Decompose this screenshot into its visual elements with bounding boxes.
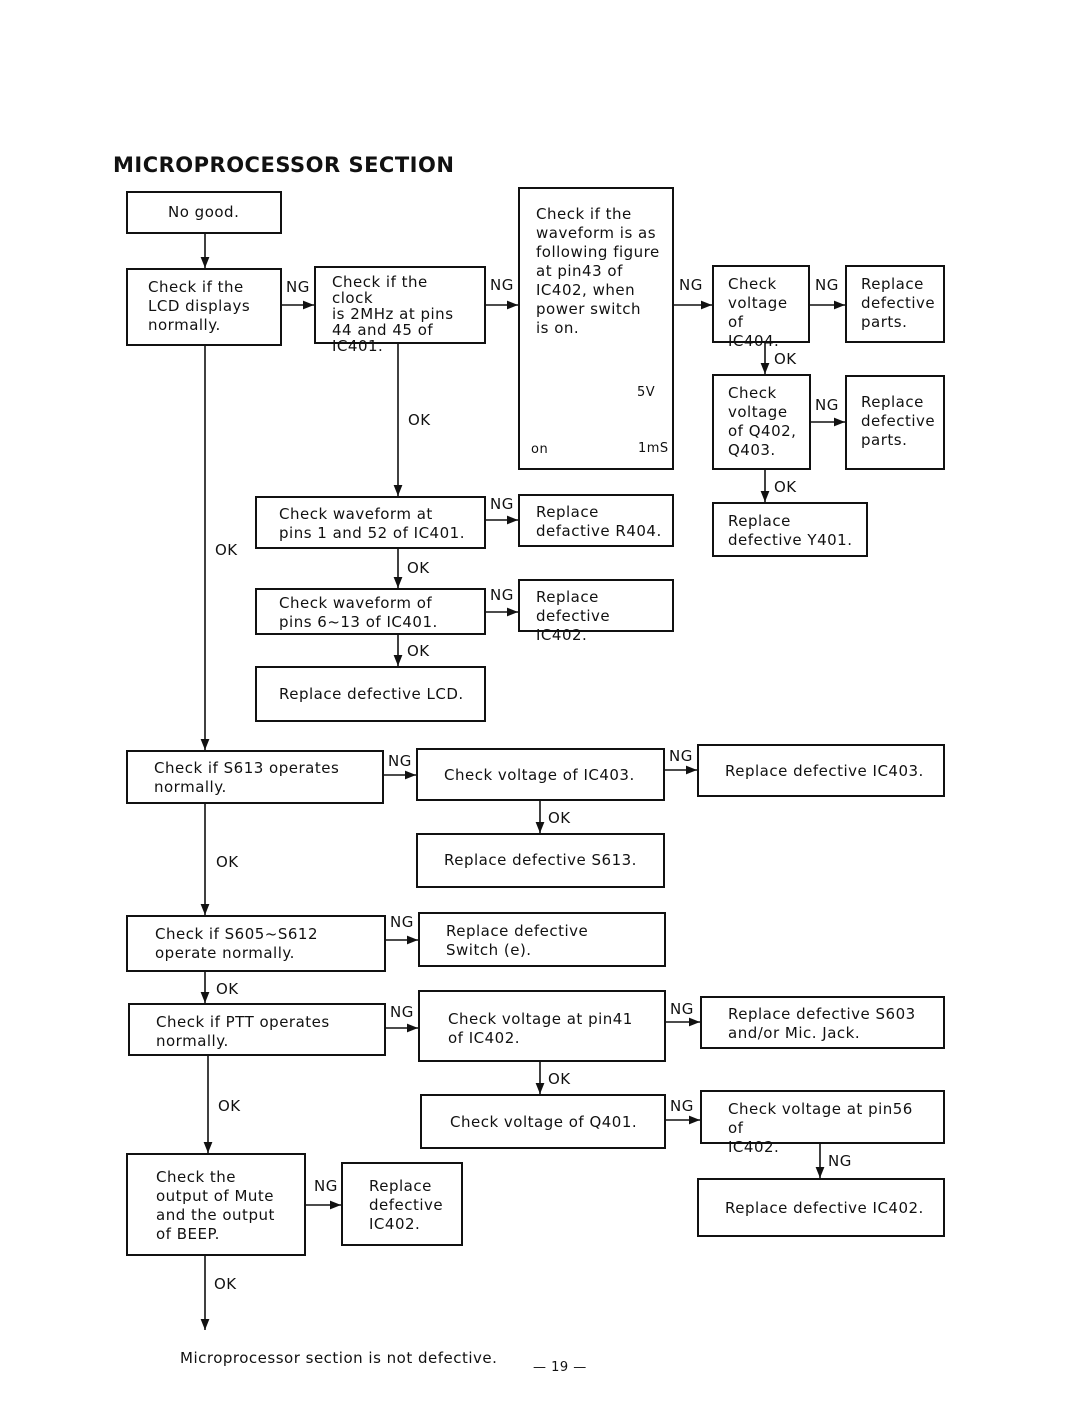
ng-label: NG (679, 276, 703, 294)
replace-s613-box: Replace defective S613. (416, 833, 665, 888)
ng-label: NG (388, 752, 412, 770)
ok-label: OK (774, 478, 797, 496)
ng-label: NG (490, 276, 514, 294)
check-s613-box: Check if S613 operates normally. (126, 750, 384, 804)
ng-label: NG (670, 1000, 694, 1018)
check-waveform-pin43-box: Check if the waveform is as following fi… (518, 187, 674, 470)
ng-label: NG (490, 586, 514, 604)
ng-label: NG (828, 1152, 852, 1170)
check-clock-box: Check if the clock is 2MHz at pins 44 an… (314, 266, 486, 354)
ok-label: OK (216, 853, 239, 871)
ok-label: OK (548, 809, 571, 827)
waveform-start-label: on (531, 442, 549, 457)
replace-parts-box-1: Replace defective parts. (845, 265, 945, 343)
replace-ic402-box-b: Replace defective IC402. (341, 1162, 463, 1246)
replace-ic402-box-c: Replace defective IC402. (697, 1178, 945, 1237)
check-voltage-ic403-box: Check voltage of IC403. (416, 748, 665, 801)
no-good-box: No good. (126, 191, 282, 234)
replace-lcd-box: Replace defective LCD. (255, 666, 486, 722)
check-voltage-ic404-box: Check voltage of IC404. (712, 265, 810, 350)
check-voltage-pin56-box: Check voltage at pin56 of IC402. (700, 1090, 945, 1156)
ng-label: NG (390, 1003, 414, 1021)
replace-r404-box: Replace defactive R404. (518, 494, 674, 547)
result-text: Microprocessor section is not defective. (180, 1349, 498, 1367)
page-number: — 19 — (533, 1360, 587, 1375)
ok-label: OK (407, 642, 430, 660)
replace-y401-box: Replace defective Y401. (712, 502, 868, 557)
ng-label: NG (490, 495, 514, 513)
check-voltage-q401-box: Check voltage of Q401. (420, 1094, 666, 1149)
ok-label: OK (774, 350, 797, 368)
check-waveform-pins-1-52-box: Check waveform at pins 1 and 52 of IC401… (255, 496, 486, 549)
replace-ic402-box-a: Replace defective IC402. (518, 579, 674, 644)
replace-parts-box-2: Replace defective parts. (845, 375, 945, 470)
ok-label: OK (218, 1097, 241, 1115)
replace-s603-box: Replace defective S603 and/or Mic. Jack. (700, 996, 945, 1049)
ok-label: OK (214, 1275, 237, 1293)
ng-label: NG (390, 913, 414, 931)
check-mute-beep-box: Check the output of Mute and the output … (126, 1153, 306, 1256)
ng-label: NG (669, 747, 693, 765)
check-lcd-box: Check if the LCD displays normally. (126, 268, 282, 346)
ok-label: OK (407, 559, 430, 577)
check-waveform-pins-6-13-box: Check waveform of pins 6~13 of IC401. (255, 588, 486, 635)
check-ptt-box: Check if PTT operates normally. (128, 1003, 386, 1056)
replace-ic403-box: Replace defective IC403. (697, 744, 945, 797)
ok-label: OK (548, 1070, 571, 1088)
ok-label: OK (408, 411, 431, 429)
ng-label: NG (815, 396, 839, 414)
replace-switch-box: Replace defective Switch (e). (418, 912, 666, 967)
waveform-amplitude-label: 5V (637, 385, 656, 400)
ng-label: NG (670, 1097, 694, 1115)
check-voltage-pin41-box: Check voltage at pin41 of IC402. (418, 990, 666, 1062)
ng-label: NG (815, 276, 839, 294)
ng-label: NG (314, 1177, 338, 1195)
ng-label: NG (286, 278, 310, 296)
check-voltage-q402-box: Check voltage of Q402, Q403. (712, 374, 811, 470)
ok-label: OK (216, 980, 239, 998)
section-title: MICROPROCESSOR SECTION (113, 153, 455, 177)
waveform-width-label: 1mS (638, 441, 669, 456)
ok-label: OK (215, 541, 238, 559)
check-s605-s612-box: Check if S605~S612 operate normally. (126, 915, 386, 972)
